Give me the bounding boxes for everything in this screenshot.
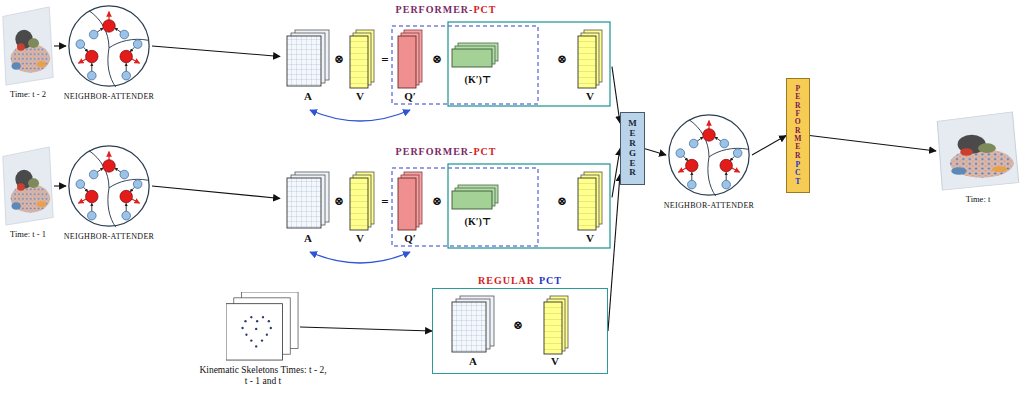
performer-matrices bbox=[287, 164, 610, 263]
matrix-label: (K′)⊤ bbox=[465, 74, 492, 86]
neighbor-attender-art bbox=[66, 143, 152, 229]
point-cloud-frame-art bbox=[936, 110, 1020, 192]
vertical-text: PCT bbox=[794, 161, 802, 186]
skeleton-frames: Kinematic Skeletons Times: t - 2, t - 1 … bbox=[226, 292, 300, 362]
node-caption: NEIGHBOR-ATTENDER bbox=[664, 201, 754, 210]
operator-symbol: ⊗ bbox=[557, 52, 567, 66]
matrix-label: Q′ bbox=[404, 232, 416, 245]
point-cloud-frame: Time: t - 1 bbox=[2, 145, 54, 227]
flow-arrow bbox=[152, 46, 280, 56]
point-cloud-frame-art bbox=[2, 145, 54, 227]
operator-symbol: ⊗ bbox=[334, 52, 344, 66]
node-caption: Time: t bbox=[966, 195, 991, 205]
title-part: REGULAR bbox=[478, 275, 535, 286]
operator-symbol: ⊗ bbox=[432, 194, 442, 208]
vertical-text: MERGER bbox=[628, 119, 637, 178]
matrix-label: Q′ bbox=[404, 90, 416, 103]
operator-symbol: ⊗ bbox=[432, 52, 442, 66]
matrix-label: V bbox=[356, 90, 364, 103]
performer-pct-box: PERFORMERPCT bbox=[786, 78, 810, 193]
point-cloud-frame: Time: t - 2 bbox=[2, 5, 54, 87]
title-part: PCT bbox=[473, 4, 496, 15]
matrix-label: A bbox=[304, 90, 312, 103]
neighbor-attender: NEIGHBOR-ATTENDER bbox=[666, 112, 752, 198]
point-cloud-frame: Time: t bbox=[936, 110, 1020, 192]
operator-symbol: ⊗ bbox=[513, 318, 523, 332]
neighbor-attender-art bbox=[666, 112, 752, 198]
operator-symbol: ⊗ bbox=[334, 194, 344, 208]
flow-arrow bbox=[54, 45, 66, 46]
flow-arrow bbox=[54, 185, 66, 186]
operator-symbol: = bbox=[381, 52, 388, 68]
neighbor-attender: NEIGHBOR-ATTENDER bbox=[66, 143, 152, 229]
flow-arrow bbox=[608, 174, 620, 331]
block-title: PERFORMER-PCT bbox=[280, 4, 612, 15]
matrix-label: V bbox=[586, 232, 594, 245]
node-caption: Time: t - 1 bbox=[10, 230, 46, 240]
node-caption: NEIGHBOR-ATTENDER bbox=[64, 232, 154, 241]
flow-arrow bbox=[752, 136, 786, 155]
flow-arrow bbox=[810, 136, 936, 151]
flow-arrow bbox=[645, 149, 666, 155]
flow-arrow bbox=[300, 327, 432, 331]
matrix-label: A bbox=[304, 232, 312, 245]
matrix-label: (K′)⊤ bbox=[465, 216, 492, 228]
neighbor-attender: NEIGHBOR-ATTENDER bbox=[66, 3, 152, 89]
matrix-label: V bbox=[356, 232, 364, 245]
node-caption: Kinematic Skeletons Times: t - 2, t - 1 … bbox=[199, 365, 327, 387]
operator-symbol: = bbox=[381, 194, 388, 210]
title-part: PERFORMER- bbox=[396, 146, 474, 157]
title-part: PCT bbox=[539, 275, 562, 286]
title-part: PERFORMER- bbox=[396, 4, 474, 15]
matrix-label: A bbox=[469, 355, 477, 368]
operator-symbol: ⊗ bbox=[557, 194, 567, 208]
flow-arrow bbox=[612, 67, 620, 123]
flow-arrow bbox=[152, 186, 280, 198]
skeleton-frames-art bbox=[226, 292, 300, 362]
matrix-label: V bbox=[586, 90, 594, 103]
regular-matrices bbox=[452, 296, 568, 354]
merger-box: MERGER bbox=[620, 112, 645, 185]
vertical-text: PERFORMER bbox=[794, 85, 802, 160]
performer-matrices bbox=[287, 22, 610, 121]
node-caption: Time: t - 2 bbox=[10, 90, 46, 100]
block-title: REGULAR PCT bbox=[433, 275, 607, 286]
title-part: PCT bbox=[473, 146, 496, 157]
neighbor-attender-art bbox=[66, 3, 152, 89]
block-title: PERFORMER-PCT bbox=[280, 146, 612, 157]
matrix-label: V bbox=[551, 355, 559, 368]
point-cloud-frame-art bbox=[2, 5, 54, 87]
node-caption: NEIGHBOR-ATTENDER bbox=[64, 92, 154, 101]
